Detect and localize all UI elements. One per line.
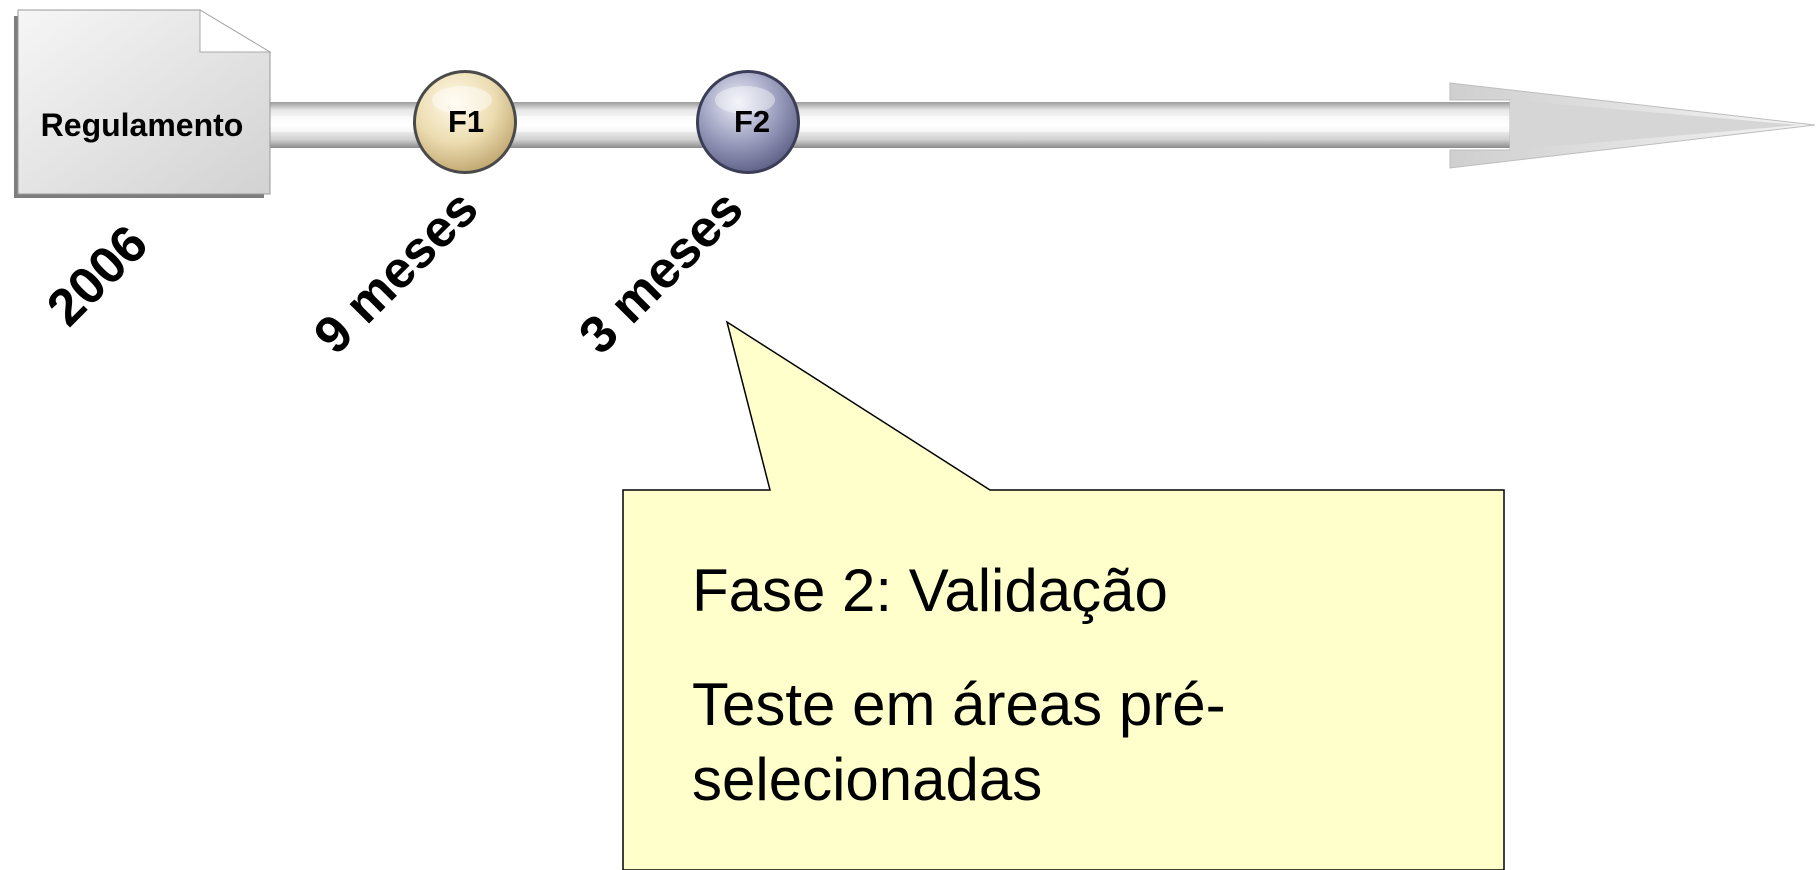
milestone-f1-label: F1: [448, 104, 485, 139]
regulamento-document-icon: [14, 9, 272, 198]
regulamento-label: Regulamento: [40, 106, 244, 143]
milestone-f1: [413, 70, 517, 174]
callout-body: Teste em áreas pré-selecionadas: [692, 671, 1226, 813]
milestone-f2-label: F2: [734, 104, 771, 139]
milestone-f2: [696, 70, 800, 174]
callout-box: [622, 320, 1505, 870]
callout-title: Fase 2: Validação: [692, 557, 1168, 624]
